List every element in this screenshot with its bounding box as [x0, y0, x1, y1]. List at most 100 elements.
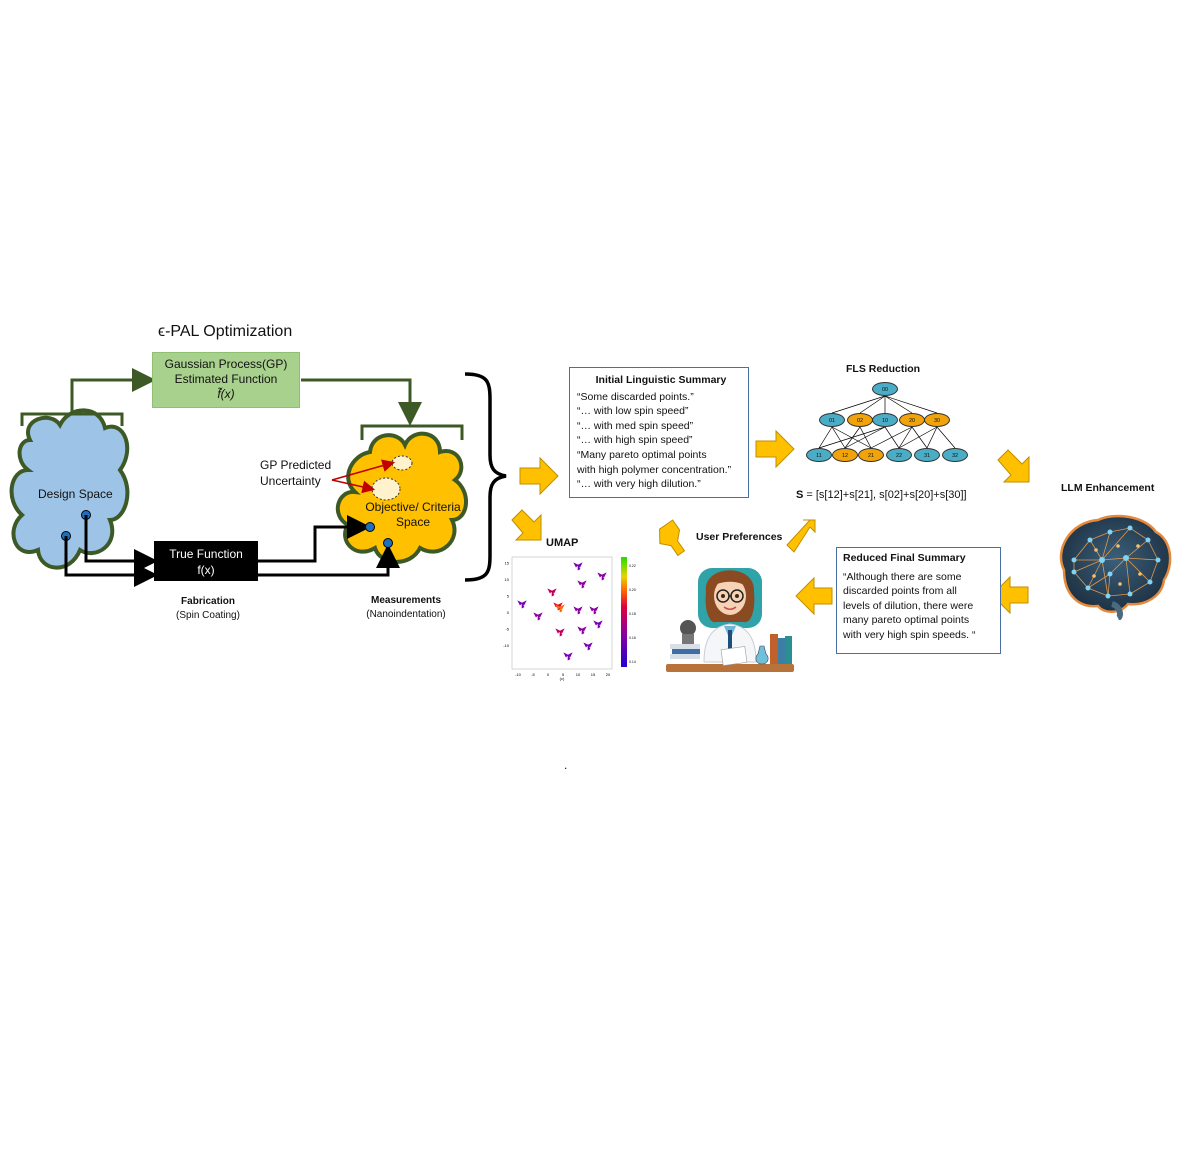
arrow-user-to-fls [786, 519, 816, 553]
gp-uncertainty-line1: GP Predicted [260, 458, 332, 472]
curly-brace [464, 372, 507, 582]
umap-point [593, 620, 603, 629]
umap-ytick: 0 [507, 610, 510, 615]
gp-uncertainty-label: GP Predicted Uncertainty [260, 457, 331, 489]
umap-point [577, 626, 587, 635]
fls-formula-rest: = [s[12]+s[21], s[02]+s[20]+s[30]] [803, 489, 967, 501]
arrow-to-umap [511, 509, 542, 541]
initial-summary-line: “… with low spin speed” [577, 405, 689, 418]
fls-formula-var: S [796, 489, 804, 501]
umap-cbar-tick: 0.18 [629, 612, 636, 616]
fls-node-12: 12 [832, 448, 858, 462]
arrow-to-summary [519, 456, 559, 496]
arrow-to-llm [997, 449, 1030, 483]
final-summary-title: Reduced Final Summary [843, 552, 966, 564]
gp-line3: f̃(x) [217, 387, 235, 401]
stray-dot: . [564, 758, 568, 772]
fls-node-22: 22 [886, 448, 912, 462]
fls-title: FLS Reduction [846, 363, 921, 375]
umap-title: UMAP [546, 537, 579, 549]
umap-cbar-tick: 0.22 [629, 564, 636, 568]
user-preferences-label: User Preferences [696, 531, 783, 543]
fls-node-10: 10 [872, 413, 898, 427]
measurements-label: Measurements (Nanoindentation) [350, 594, 462, 622]
umap-ytick: 15 [505, 561, 510, 566]
fabrication-label: Fabrication (Spin Coating) [150, 595, 266, 623]
arrow-to-final [991, 575, 1029, 615]
fls-node-31: 31 [914, 448, 940, 462]
brain-icon [1059, 514, 1172, 620]
fls-node-00: 00 [872, 382, 898, 396]
initial-summary-line: “Many pareto optimal points [577, 448, 707, 461]
umap-point [555, 604, 565, 613]
umap-point [583, 642, 593, 651]
umap-ytick: -10 [503, 643, 510, 648]
objective-line1: Objective/ Criteria [365, 500, 461, 514]
fls-node-30: 30 [924, 413, 950, 427]
final-summary-line: levels of dilution, there were [843, 599, 974, 612]
fls-node-20: 20 [899, 413, 925, 427]
final-summary-line: many pareto optimal points [843, 614, 970, 627]
umap-point [555, 628, 565, 637]
final-summary-line: discarded points from all [843, 585, 957, 598]
initial-summary-line: “Some discarded points.” [577, 390, 694, 403]
gp-uncertainty-line2: Uncertainty [260, 474, 321, 488]
umap-point [533, 612, 543, 621]
scientist-icon [666, 568, 794, 672]
umap-xtick: 5 [562, 672, 565, 677]
design-space-label: Design Space [38, 487, 113, 501]
fls-tree-edges [818, 395, 956, 449]
initial-summary-title: Initial Linguistic Summary [595, 374, 727, 386]
fabrication-subtitle: (Spin Coating) [176, 610, 240, 621]
true-function-line2: f(x) [197, 563, 215, 577]
umap-xtick: 15 [591, 672, 596, 677]
initial-summary-line: “… with med spin speed” [577, 419, 694, 432]
fls-node-21: 21 [858, 448, 884, 462]
fls-node-11: 11 [806, 448, 832, 462]
umap-ytick: -5 [505, 627, 509, 632]
gp-line1: Gaussian Process(GP) [164, 357, 288, 371]
fabrication-title: Fabrication [181, 596, 235, 607]
initial-summary-line: “… with very high dilution.” [577, 478, 701, 491]
umap-xtick: 20 [606, 672, 611, 677]
umap-point [563, 652, 573, 661]
final-summary-line: with very high spin speeds. “ [843, 628, 976, 641]
gp-box: Gaussian Process(GP) Estimated Function … [152, 352, 300, 408]
objective-space-cloud [335, 431, 469, 564]
objective-space-label: Objective/ Criteria Space [355, 500, 471, 530]
umap-cbar-tick: 0.20 [629, 588, 636, 592]
initial-summary-line: with high polymer concentration.” [577, 463, 732, 476]
umap-xlabel: (c) [560, 676, 565, 681]
true-function-line1: True Function [169, 547, 243, 561]
umap-xtick: -5 [531, 672, 535, 677]
fls-formula: S = [s[12]+s[21], s[02]+s[20]+s[30]] [796, 489, 967, 501]
umap-point [573, 606, 583, 615]
design-space-cloud [9, 408, 130, 570]
objective-line2: Space [395, 515, 431, 529]
fls-node-32: 32 [942, 448, 968, 462]
diagram-title: ϵ-PAL Optimization [158, 323, 293, 340]
initial-summary-box: Initial Linguistic Summary “Some discard… [569, 367, 749, 498]
fls-node-02: 02 [847, 413, 873, 427]
llm-label: LLM Enhancement [1061, 482, 1155, 494]
umap-point [573, 562, 583, 571]
arrow-user-to-summary [659, 519, 686, 557]
umap-ytick: 5 [507, 594, 510, 599]
umap-point [597, 572, 607, 581]
umap-point [547, 588, 557, 597]
umap-point [577, 580, 587, 589]
measurements-title: Measurements [370, 595, 442, 606]
measurements-subtitle: (Nanoindentation) [366, 609, 446, 620]
umap-xtick: 10 [576, 672, 581, 677]
umap-cbar-tick: 0.14 [629, 660, 636, 664]
arrow-to-fls [755, 429, 795, 469]
fls-node-01: 01 [819, 413, 845, 427]
umap-point [517, 600, 527, 609]
gp-line2: Estimated Function [174, 372, 278, 386]
initial-summary-line: “… with high spin speed” [577, 434, 693, 447]
umap-cbar-tick: 0.16 [629, 636, 636, 640]
umap-point [589, 606, 599, 615]
